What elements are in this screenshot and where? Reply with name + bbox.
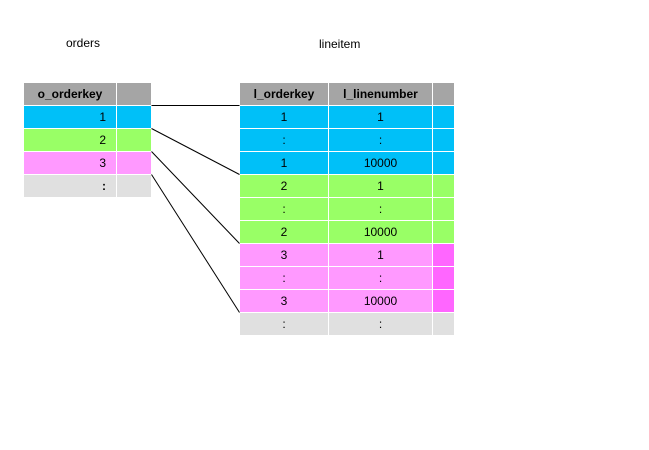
lineitem-row: 1 1 xyxy=(239,105,455,129)
lineitem-row: : : xyxy=(239,312,455,336)
lineitem-cell-linenumber: : xyxy=(328,266,433,290)
lineitem-header-blank xyxy=(432,82,455,106)
lineitem-row: : : xyxy=(239,197,455,221)
orders-header-orderkey: o_orderkey xyxy=(23,82,117,106)
lineitem-cell-linenumber: : xyxy=(328,128,433,152)
lineitem-cell-orderkey: 2 xyxy=(239,174,329,198)
orders-cell: 1 xyxy=(23,105,117,129)
orders-row-more: : xyxy=(23,174,152,198)
lineitem-header-linenumber: l_linenumber xyxy=(328,82,433,106)
lineitem-row: 1 10000 xyxy=(239,151,455,175)
lineitem-cell-blank xyxy=(432,243,455,267)
orders-cell-blank xyxy=(116,151,152,175)
lineitem-row: 2 1 xyxy=(239,174,455,198)
lineitem-cell-orderkey: 1 xyxy=(239,151,329,175)
orders-cell-blank xyxy=(116,174,152,198)
lineitem-cell-linenumber: : xyxy=(328,312,433,336)
lineitem-header-orderkey: l_orderkey xyxy=(239,82,329,106)
lineitem-row: 3 1 xyxy=(239,243,455,267)
lineitem-cell-blank xyxy=(432,289,455,313)
orders-cell-blank xyxy=(116,105,152,129)
orders-row-1: 1 xyxy=(23,105,152,129)
lineitem-cell-orderkey: 3 xyxy=(239,289,329,313)
orders-title: orders xyxy=(66,36,101,50)
lineitem-row: 2 10000 xyxy=(239,220,455,244)
lineitem-cell-orderkey: : xyxy=(239,197,329,221)
orders-cell: : xyxy=(23,174,117,198)
connector-line xyxy=(151,174,240,313)
lineitem-cell-linenumber: 1 xyxy=(328,174,433,198)
lineitem-title: lineitem xyxy=(319,37,361,51)
lineitem-cell-linenumber: : xyxy=(328,197,433,221)
lineitem-row: : : xyxy=(239,128,455,152)
connector-line xyxy=(151,151,240,244)
lineitem-cell-blank xyxy=(432,312,455,336)
lineitem-row: : : xyxy=(239,266,455,290)
orders-table: o_orderkey 1 2 3 : xyxy=(23,82,152,198)
lineitem-cell-linenumber: 10000 xyxy=(328,151,433,175)
lineitem-table: l_orderkey l_linenumber 1 1 : : 1 10000 … xyxy=(239,82,455,336)
lineitem-header-row: l_orderkey l_linenumber xyxy=(239,82,455,106)
connector-line xyxy=(151,128,240,175)
